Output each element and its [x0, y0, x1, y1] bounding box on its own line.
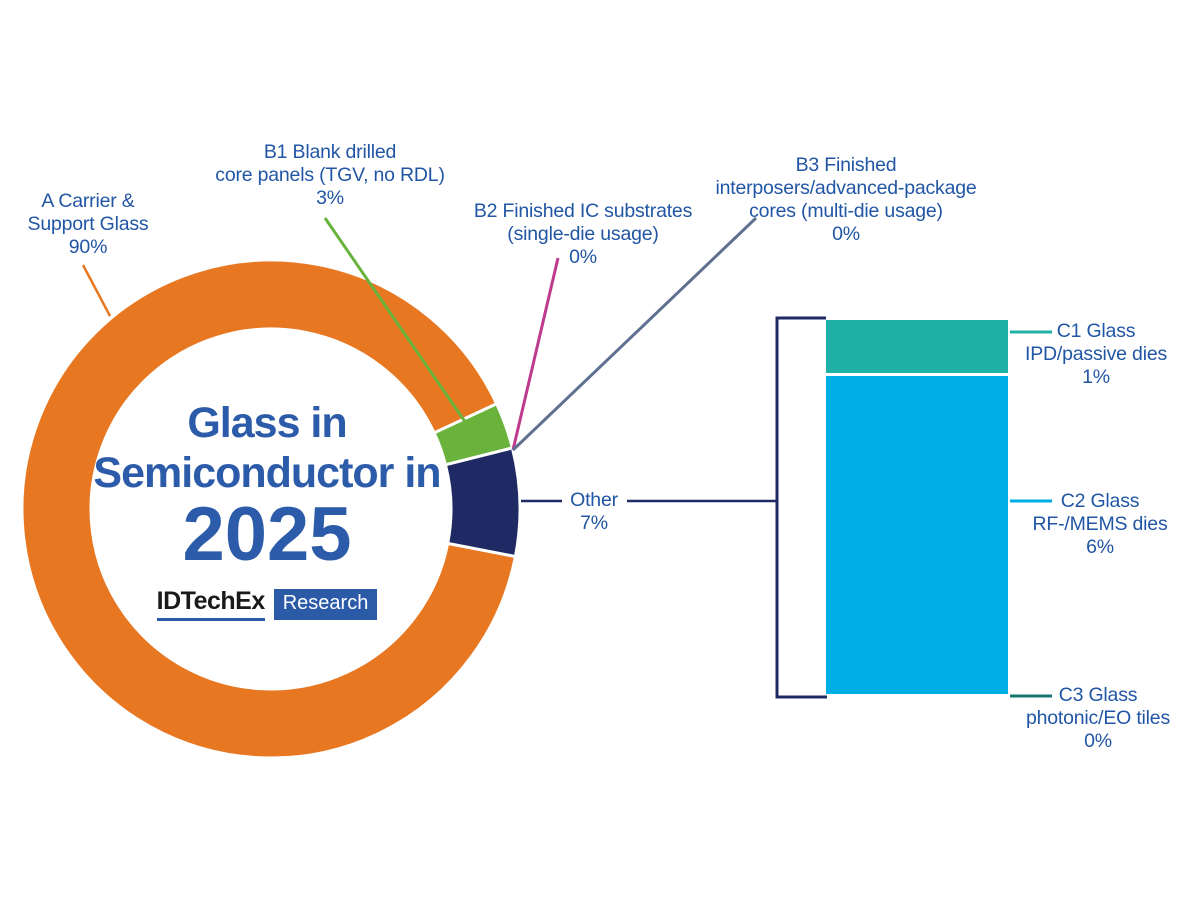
leader-line-b3	[511, 216, 758, 452]
leader-lines	[81, 216, 1052, 699]
leader-line-b1	[323, 217, 470, 427]
label-other: Other 7%	[544, 489, 644, 535]
idtechex-logo: IDTechEx Research	[67, 587, 467, 621]
label-other-pct: 7%	[580, 512, 608, 534]
donut-chart	[20, 258, 522, 760]
label-a-carrier-support-glass: A Carrier & Support Glass 90%	[8, 190, 168, 259]
title-year: 2025	[182, 492, 352, 577]
leader-line-b2	[511, 257, 560, 451]
label-c2-rf-mems-dies: C2 Glass RF-/MEMS dies 6%	[1010, 490, 1190, 559]
label-c2-pct: 6%	[1086, 536, 1114, 558]
label-c3-photonic-eo-tiles: C3 Glass photonic/EO tiles 0%	[1008, 684, 1188, 753]
title-line-2: Semiconductor in	[93, 449, 441, 497]
donut-segment-A	[20, 258, 518, 760]
label-b3-finished-interposers: B3 Finished interposers/advanced-package…	[711, 154, 981, 246]
chart-title: Glass in Semiconductor in 2025 IDTechEx …	[67, 398, 467, 621]
label-b3-pct: 0%	[832, 223, 860, 245]
label-c1-ipd-passive-dies: C1 Glass IPD/passive dies 1%	[1006, 320, 1186, 389]
donut-segment-Other	[443, 446, 522, 559]
bar-segment-C1	[826, 320, 1008, 373]
label-c1-pct: 1%	[1082, 366, 1110, 388]
leader-line-a	[81, 264, 112, 317]
label-a-pct: 90%	[68, 236, 108, 258]
logo-product-badge: Research	[273, 588, 378, 620]
label-c3-pct: 0%	[1084, 730, 1112, 752]
label-b1-pct: 3%	[316, 187, 344, 209]
label-b1-blank-drilled: B1 Blank drilled core panels (TGV, no RD…	[205, 141, 455, 210]
title-line-1: Glass in	[187, 399, 347, 447]
label-b2-pct: 0%	[569, 246, 597, 268]
label-b2-finished-ic-substrates: B2 Finished IC substrates (single-die us…	[453, 200, 713, 269]
breakout-bar	[826, 320, 1008, 694]
bar-segment-C2	[826, 376, 1008, 694]
logo-brand-text: IDTechEx	[156, 587, 265, 621]
